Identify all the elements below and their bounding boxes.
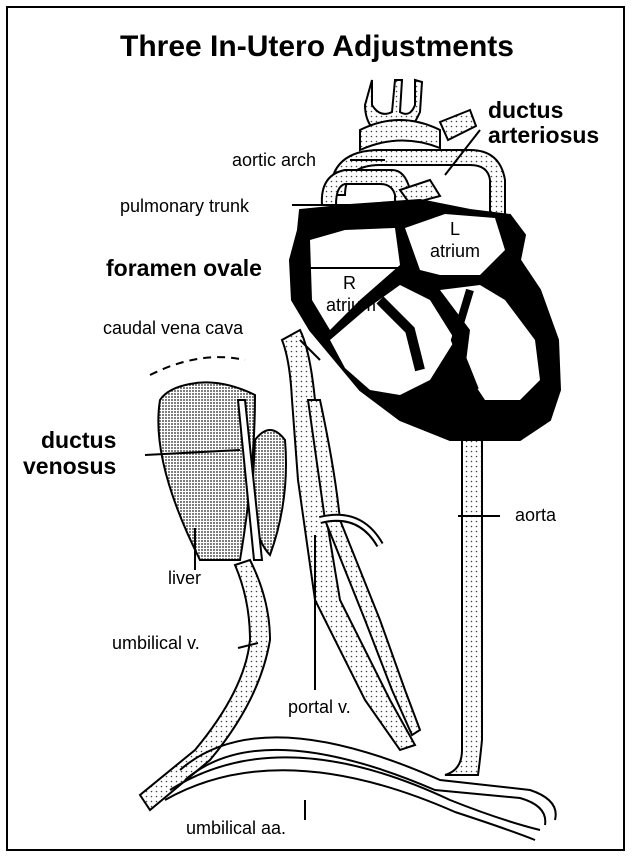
heart xyxy=(290,200,560,440)
label-foramen-ovale: foramen ovale xyxy=(106,256,262,281)
label-aorta: aorta xyxy=(515,505,556,525)
label-umbilical-aa: umbilical aa. xyxy=(186,818,286,838)
label-ductus-venosus-line2: venosus xyxy=(23,454,116,479)
label-liver: liver xyxy=(168,568,201,588)
label-caudal-vena-cava: caudal vena cava xyxy=(103,318,243,338)
label-pulmonary-trunk: pulmonary trunk xyxy=(120,196,249,216)
label-ductus-arteriosus-line1: ductus xyxy=(488,98,563,123)
label-r-atrium-line1: R xyxy=(343,273,356,293)
label-l-atrium-line1: L xyxy=(450,219,460,239)
label-ductus-arteriosus-line2: arteriosus xyxy=(488,123,599,148)
descending-aorta xyxy=(445,440,482,775)
label-aortic-arch: aortic arch xyxy=(232,150,316,170)
label-ductus-venosus-line1: ductus xyxy=(41,428,116,453)
label-l-atrium-line2: atrium xyxy=(430,241,480,261)
label-r-atrium-line2: atrium xyxy=(326,295,376,315)
liver xyxy=(150,357,286,560)
head-vessels xyxy=(360,80,476,150)
label-umbilical-v: umbilical v. xyxy=(112,633,200,653)
label-portal-v: portal v. xyxy=(288,697,351,717)
